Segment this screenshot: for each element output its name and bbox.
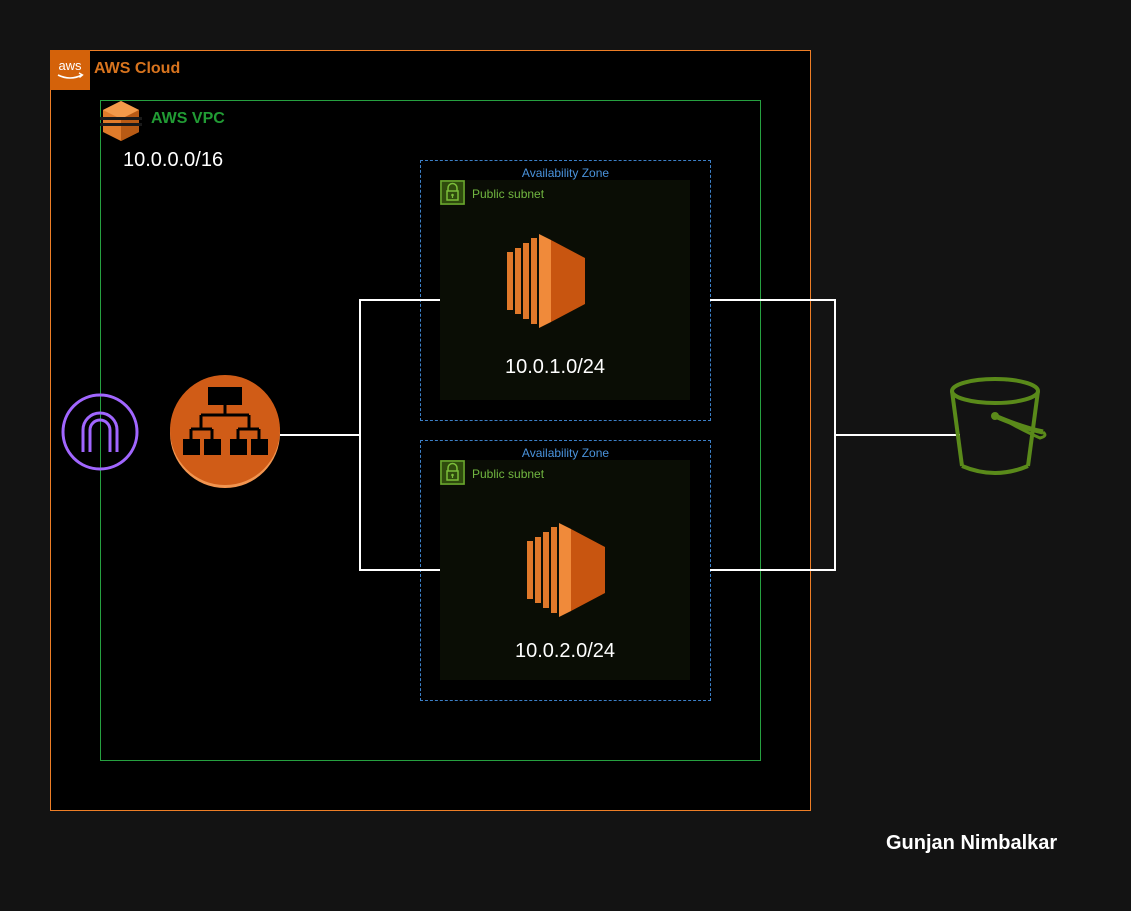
internet-gateway-icon xyxy=(60,392,140,472)
svg-text:aws: aws xyxy=(58,58,82,73)
vpc-cidr: 10.0.0.0/16 xyxy=(123,149,224,171)
public-subnet-label: Public subnet xyxy=(472,187,545,201)
lock-icon xyxy=(440,460,465,485)
aws-cloud-title: AWS Cloud xyxy=(94,60,181,77)
author-name: Gunjan Nimbalkar xyxy=(886,832,1058,854)
subnet-cidr: 10.0.2.0/24 xyxy=(514,640,616,662)
load-balancer-icon xyxy=(170,375,282,489)
public-subnet-label: Public subnet xyxy=(472,467,545,481)
subnet-cidr: 10.0.1.0/24 xyxy=(504,356,606,378)
availability-zone-label: Availability Zone xyxy=(521,446,610,460)
vpc-icon xyxy=(100,100,142,142)
vpc-group xyxy=(100,100,761,761)
vpc-title: AWS VPC xyxy=(151,110,225,127)
ec2-instance-icon xyxy=(525,523,605,617)
lock-icon xyxy=(440,180,465,205)
availability-zone-label: Availability Zone xyxy=(521,166,610,180)
s3-bucket-icon xyxy=(948,376,1048,478)
aws-logo-icon: aws xyxy=(50,50,90,90)
ec2-instance-icon xyxy=(505,234,585,328)
